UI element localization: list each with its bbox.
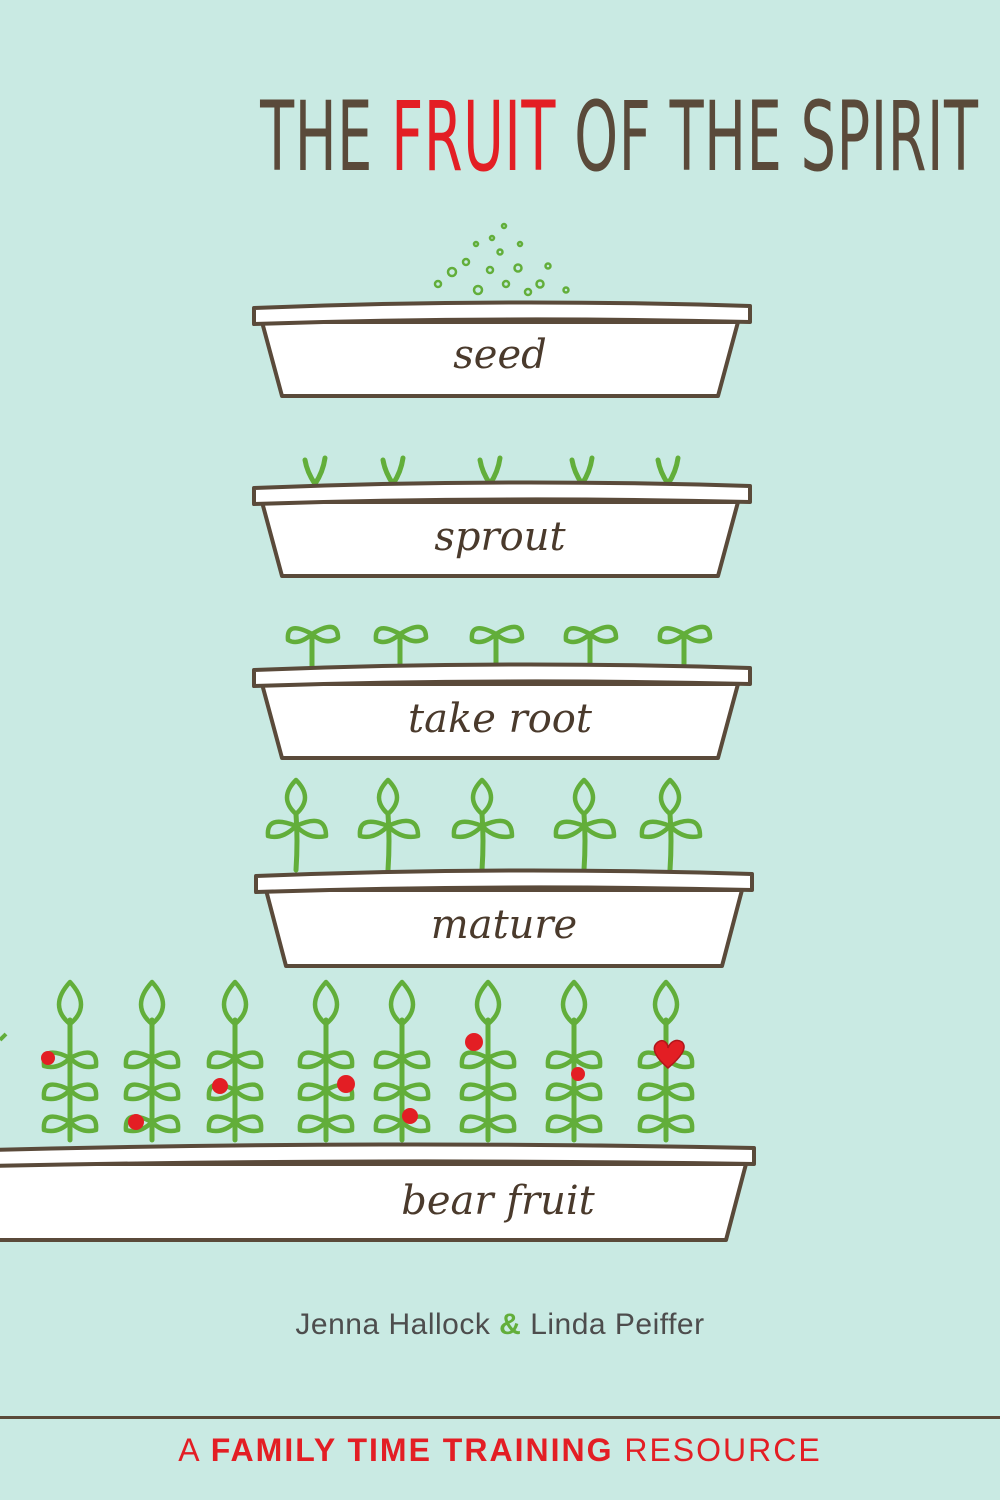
tagline-emphasis: FAMILY TIME TRAINING — [210, 1432, 614, 1468]
stage-label-mature: mature — [431, 902, 577, 948]
fruit — [41, 1033, 585, 1130]
stage-label-bear-fruit: bear fruit — [401, 1178, 595, 1224]
author-separator: & — [499, 1308, 522, 1341]
title-wrapper: THE FRUIT OF THE SPIRIT — [260, 72, 978, 202]
seeds — [433, 222, 570, 297]
title-part-the: THE — [260, 81, 392, 193]
tagline-suffix: RESOURCE — [624, 1432, 822, 1468]
planter-mature: mature — [254, 868, 754, 968]
fruiting-plants — [0, 982, 692, 1140]
tagline-prefix: A — [178, 1432, 200, 1468]
stage-label-take-root: take root — [408, 696, 593, 742]
authors: Jenna Hallock & Linda Peiffer — [0, 1308, 1000, 1342]
heart-icon — [653, 1039, 685, 1069]
stage-label-sprout: sprout — [434, 514, 566, 560]
book-title: THE FRUIT OF THE SPIRIT — [0, 72, 1000, 202]
author-1: Jenna Hallock — [295, 1308, 491, 1341]
mature-plants — [268, 780, 700, 870]
title-word-fruit: FRUIT — [391, 81, 557, 193]
author-2: Linda Peiffer — [530, 1308, 705, 1341]
title-part-of-the-spirit: OF THE SPIRIT — [556, 81, 979, 193]
divider — [0, 1416, 1000, 1419]
seedlings — [288, 627, 710, 668]
planter-take-root: take root — [252, 662, 752, 760]
planter-sprout: sprout — [252, 480, 752, 578]
tagline: A FAMILY TIME TRAINING RESOURCE — [0, 1432, 1000, 1469]
planter-seed: seed — [252, 300, 752, 398]
planter-bear-fruit: bear fruit — [0, 1142, 756, 1242]
sprouts — [305, 458, 678, 484]
stage-label-seed: seed — [453, 332, 546, 378]
